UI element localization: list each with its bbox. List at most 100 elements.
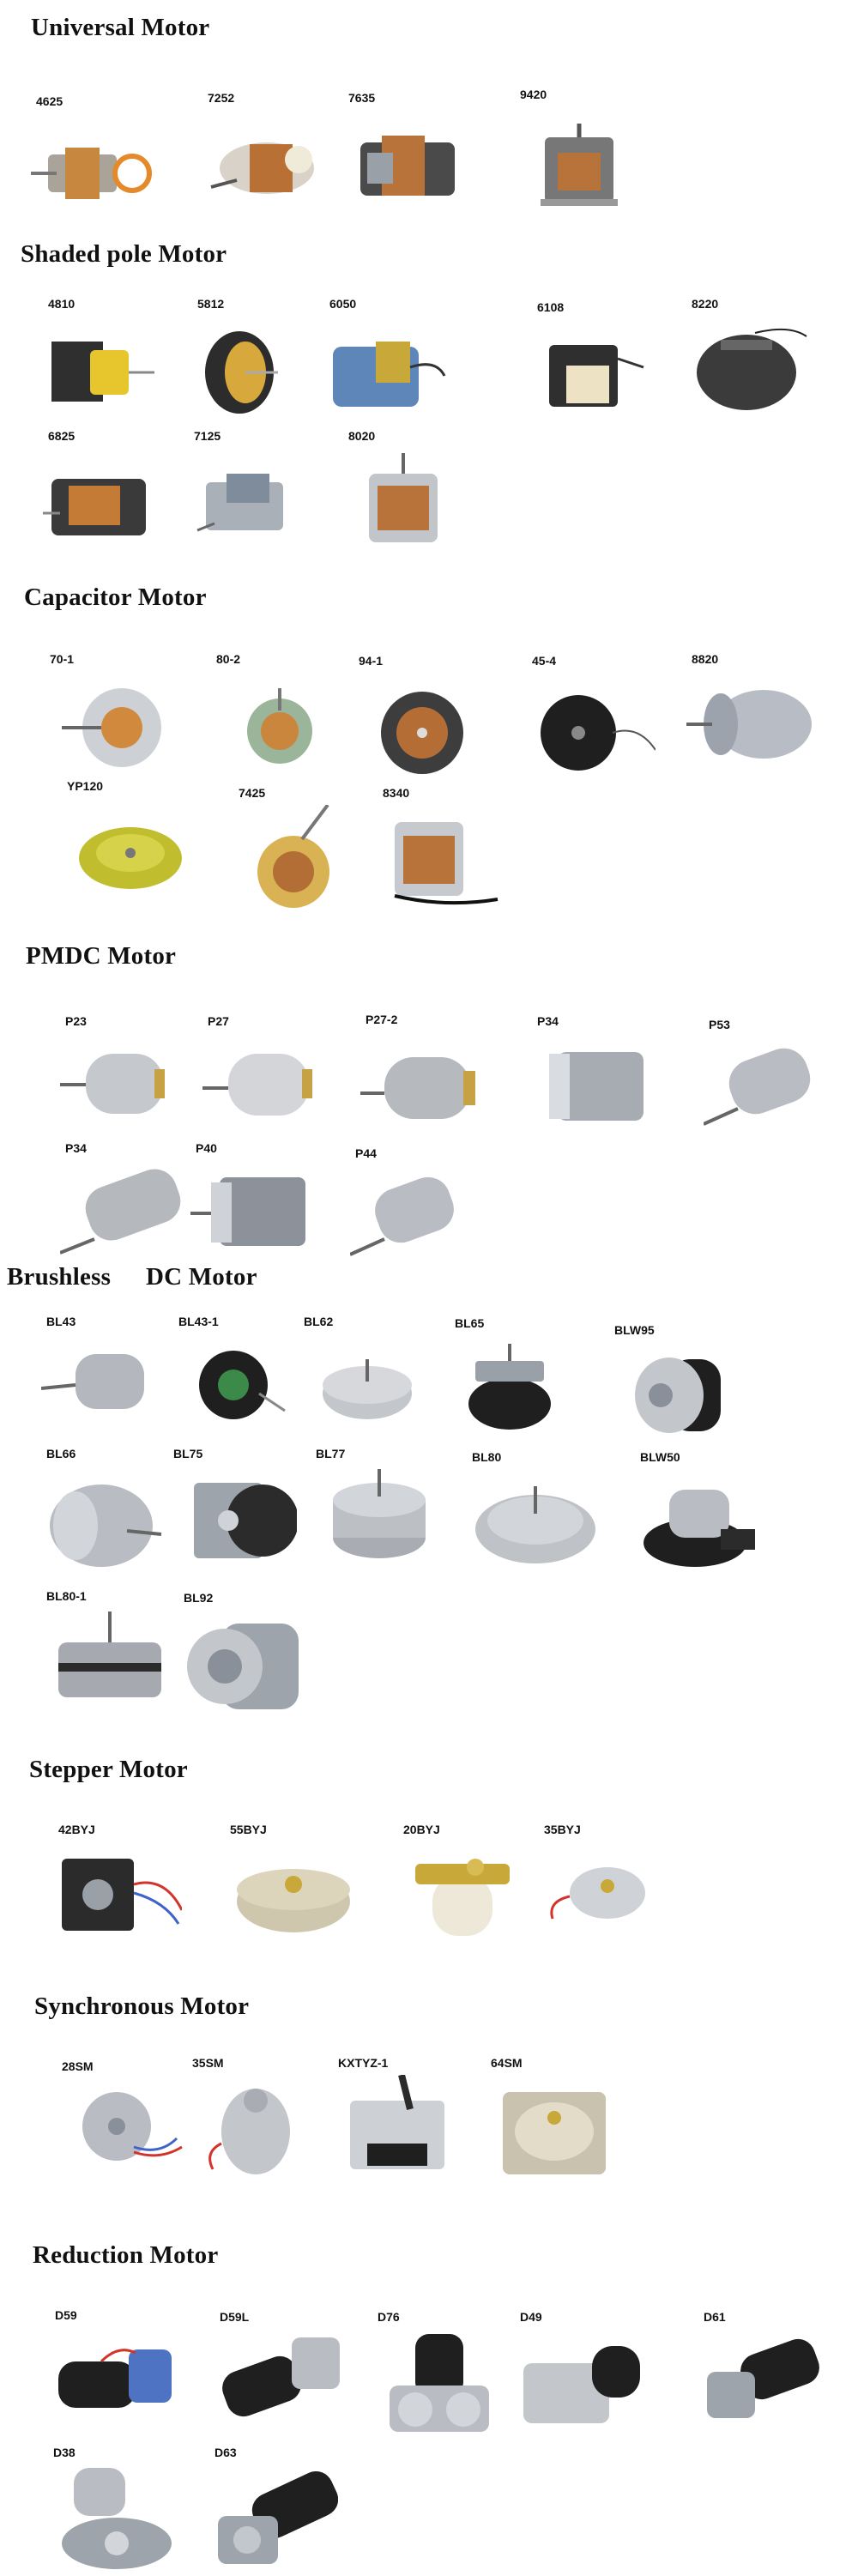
- product-D59[interactable]: D59: [50, 2308, 178, 2437]
- product-5812[interactable]: 5812: [192, 297, 321, 426]
- motor-image: [43, 316, 172, 423]
- motor-image: [50, 2327, 178, 2434]
- product-BL80-1[interactable]: BL80-1: [41, 1589, 170, 1718]
- product-label: D63: [214, 2446, 237, 2459]
- product-label: P53: [709, 1018, 730, 1031]
- product-35SM[interactable]: 35SM: [187, 2056, 316, 2185]
- product-label: 42BYJ: [58, 1823, 95, 1836]
- product-BL92[interactable]: BL92: [178, 1591, 307, 1720]
- product-BL62[interactable]: BL62: [299, 1315, 427, 1443]
- motor-image: [686, 316, 815, 423]
- product-D38[interactable]: D38: [48, 2446, 177, 2574]
- product-P40[interactable]: P40: [190, 1141, 319, 1270]
- product-35BYJ[interactable]: 35BYJ: [539, 1823, 668, 1951]
- product-label: YP120: [67, 779, 104, 793]
- motor-image: [324, 316, 453, 423]
- product-94-1[interactable]: 94-1: [353, 654, 482, 783]
- product-label: 55BYJ: [230, 1823, 267, 1836]
- product-label: BL92: [184, 1591, 214, 1605]
- product-label: BLW95: [614, 1323, 655, 1337]
- product-42BYJ[interactable]: 42BYJ: [53, 1823, 184, 1951]
- product-label: 4625: [36, 94, 63, 108]
- product-BL77[interactable]: BL77: [311, 1447, 439, 1575]
- product-D49[interactable]: D49: [515, 2310, 644, 2439]
- motor-image: [539, 1841, 668, 1949]
- product-D63[interactable]: D63: [209, 2446, 339, 2574]
- product-BLW95[interactable]: BLW95: [609, 1323, 738, 1452]
- motor-image: [48, 2464, 177, 2572]
- product-4810[interactable]: 4810: [43, 297, 172, 426]
- product-BL75[interactable]: BL75: [168, 1447, 299, 1575]
- product-BL43[interactable]: BL43: [40, 1315, 170, 1443]
- motor-image: [41, 1466, 170, 1573]
- motor-image: [372, 2329, 501, 2436]
- section-title-synchronous: Synchronous Motor: [34, 1992, 250, 2020]
- product-label: 8820: [692, 652, 719, 666]
- product-label: BL43: [46, 1315, 76, 1328]
- motor-image: [187, 2075, 316, 2182]
- motor-image: [233, 803, 362, 912]
- motor-image: [311, 1466, 439, 1573]
- product-label: BLW50: [640, 1450, 680, 1464]
- product-8340[interactable]: 8340: [378, 786, 506, 915]
- product-7635[interactable]: 7635: [343, 91, 472, 220]
- motor-image: [343, 448, 472, 555]
- product-P27-2[interactable]: P27-2: [360, 1013, 489, 1141]
- product-label: 7252: [208, 91, 235, 105]
- product-BL66[interactable]: BL66: [41, 1447, 170, 1575]
- product-D61[interactable]: D61: [698, 2310, 827, 2439]
- product-P27[interactable]: P27: [202, 1014, 331, 1143]
- section-title-pmdc: PMDC Motor: [26, 942, 177, 970]
- product-45-4[interactable]: 45-4: [527, 654, 656, 783]
- motor-image: [333, 2074, 462, 2182]
- motor-image: [398, 1841, 527, 1949]
- product-BL43-1[interactable]: BL43-1: [173, 1315, 302, 1443]
- product-6108[interactable]: 6108: [532, 300, 661, 429]
- product-7252[interactable]: 7252: [202, 91, 331, 220]
- product-7425[interactable]: 7425: [233, 786, 362, 915]
- product-6050[interactable]: 6050: [324, 297, 453, 426]
- product-label: P40: [196, 1141, 217, 1155]
- product-28SM[interactable]: 28SM: [57, 2059, 185, 2188]
- product-D76[interactable]: D76: [372, 2310, 501, 2439]
- product-label: 6050: [329, 297, 357, 311]
- motor-image: [349, 1165, 479, 1273]
- product-6825[interactable]: 6825: [43, 429, 172, 558]
- product-8020[interactable]: 8020: [343, 429, 472, 558]
- product-label: BL80: [472, 1450, 502, 1464]
- product-4625[interactable]: 4625: [31, 94, 160, 223]
- product-64SM[interactable]: 64SM: [486, 2056, 614, 2185]
- product-YP120[interactable]: YP120: [62, 779, 190, 908]
- product-P34-b[interactable]: P34: [59, 1141, 189, 1270]
- section-title-shaded-pole: Shaded pole Motor: [21, 240, 227, 268]
- product-label: 28SM: [62, 2059, 94, 2073]
- product-9420[interactable]: 9420: [515, 88, 644, 216]
- product-55BYJ[interactable]: 55BYJ: [225, 1823, 353, 1951]
- product-80-2[interactable]: 80-2: [211, 652, 340, 781]
- product-BLW50[interactable]: BLW50: [635, 1450, 764, 1579]
- product-BL65[interactable]: BL65: [450, 1316, 578, 1445]
- product-label: 7425: [239, 786, 266, 800]
- product-label: P27-2: [366, 1013, 398, 1026]
- product-70-1[interactable]: 70-1: [45, 652, 173, 781]
- product-7125[interactable]: 7125: [189, 429, 317, 558]
- product-label: P27: [208, 1014, 229, 1028]
- product-20BYJ[interactable]: 20BYJ: [398, 1823, 527, 1951]
- product-KXTYZ-1[interactable]: KXTYZ-1: [333, 2056, 462, 2185]
- product-P34[interactable]: P34: [532, 1014, 661, 1143]
- product-BL80[interactable]: BL80: [467, 1450, 595, 1579]
- product-label: BL75: [173, 1447, 203, 1460]
- motor-image: [189, 448, 317, 555]
- product-8820[interactable]: 8820: [686, 652, 815, 781]
- product-P23[interactable]: P23: [60, 1014, 189, 1143]
- product-label: BL77: [316, 1447, 346, 1460]
- product-label: BL65: [455, 1316, 485, 1330]
- motor-image: [62, 798, 190, 905]
- motor-image: [173, 1333, 302, 1441]
- product-P44[interactable]: P44: [349, 1146, 479, 1275]
- product-P53[interactable]: P53: [703, 1018, 832, 1146]
- product-D59L[interactable]: D59L: [214, 2310, 343, 2439]
- motor-image: [532, 1033, 661, 1140]
- motor-image: [190, 1160, 319, 1267]
- product-8220[interactable]: 8220: [686, 297, 815, 426]
